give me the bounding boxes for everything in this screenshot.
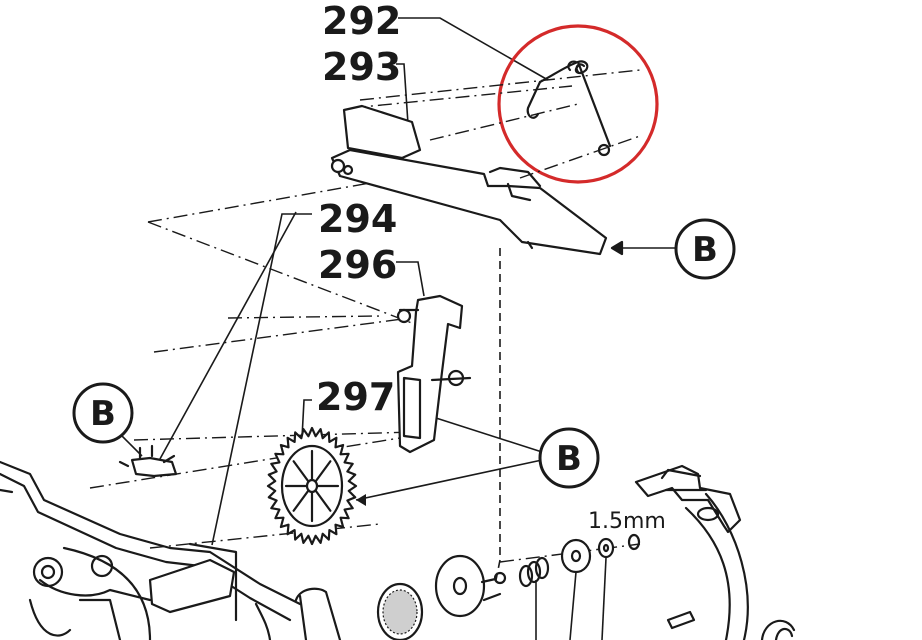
clip-part (118, 444, 178, 478)
gear-spoke (292, 460, 311, 484)
label-294: 294 (318, 197, 397, 241)
base-frame (0, 460, 342, 640)
label-297: 297 (316, 375, 395, 419)
vertical-dashed-line (495, 248, 501, 581)
label-296: 296 (318, 243, 397, 287)
highlight-circle (497, 24, 659, 184)
label-293: 293 (322, 45, 401, 89)
dimension-label: 1.5mm (588, 509, 666, 534)
gear-rim (280, 444, 344, 528)
center-lines (89, 69, 641, 563)
svg-text:B: B (692, 230, 718, 270)
callout-b-right: B (610, 218, 736, 280)
svg-text:B: B (90, 394, 116, 434)
bracket-part-296 (396, 294, 472, 454)
callout-b-left: B (72, 382, 143, 457)
lever-part-293 (330, 104, 608, 256)
shaft-assembly (376, 533, 641, 640)
svg-text:B: B (556, 439, 582, 479)
gear-part-297 (266, 426, 358, 546)
callout-b-middle: B (355, 417, 600, 506)
gear-spoke (292, 488, 311, 512)
gear-spoke (313, 488, 332, 512)
right-bracket (634, 464, 796, 640)
gear-hub (305, 478, 319, 494)
gear-spoke (313, 460, 332, 484)
spring-part-292 (526, 60, 612, 157)
label-292: 292 (322, 0, 401, 43)
